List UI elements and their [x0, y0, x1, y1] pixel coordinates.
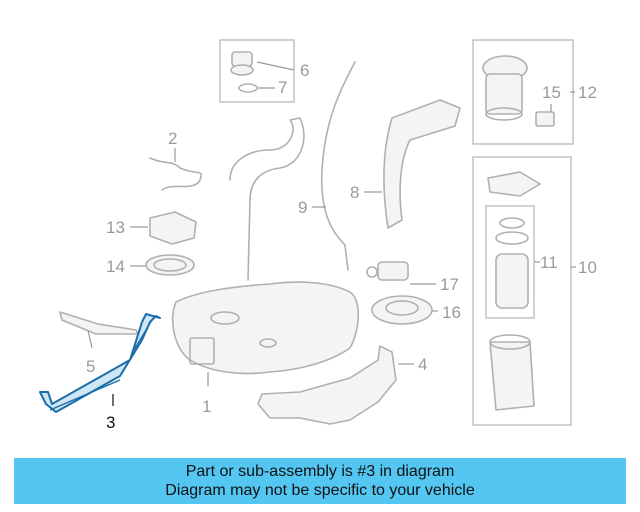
callout-6: 6 — [300, 61, 309, 80]
callout-7: 7 — [278, 78, 287, 97]
bracket-part — [59, 311, 139, 335]
callout-5: 5 — [86, 357, 95, 376]
fuel-tank-part — [171, 117, 360, 375]
parts-diagram: 1 2 3 4 5 6 7 8 9 10 11 12 13 14 15 16 1… — [39, 39, 597, 432]
box-fuel-cap — [219, 39, 295, 103]
banner-line-1: Part or sub-assembly is #3 in diagram — [185, 463, 455, 480]
callout-8: 8 — [350, 183, 359, 202]
callout-4: 4 — [418, 355, 427, 374]
callout-1: 1 — [202, 397, 211, 416]
callout-16: 16 — [442, 303, 461, 322]
pump-module-part — [482, 55, 555, 127]
tank-strap-part — [39, 313, 161, 413]
callout-3: 3 — [106, 413, 115, 432]
sensor-wire-part — [149, 157, 202, 191]
seal-part — [145, 254, 195, 276]
filler-pipe-part — [383, 99, 461, 229]
callout-9: 9 — [298, 198, 307, 217]
valve-part — [366, 261, 409, 281]
fuel-cap-part — [230, 51, 258, 93]
callout-14: 14 — [106, 257, 125, 276]
callout-11: 11 — [540, 253, 558, 272]
pump-cover-part — [371, 295, 433, 325]
callout-13: 13 — [106, 218, 125, 237]
heat-shield-part — [257, 345, 397, 425]
callout-15: 15 — [542, 83, 561, 102]
callout-12: 12 — [578, 83, 597, 102]
callout-2: 2 — [168, 129, 177, 148]
callout-10: 10 — [578, 258, 597, 277]
box-filter-assembly — [472, 156, 572, 426]
lock-ring-part — [149, 211, 197, 245]
banner-line-2: Diagram may not be specific to your vehi… — [165, 482, 475, 499]
notice-banner: Part or sub-assembly is #3 in diagram Di… — [14, 458, 626, 504]
filter-part — [487, 171, 541, 411]
vent-line-part — [320, 61, 356, 271]
callout-17: 17 — [440, 275, 459, 294]
